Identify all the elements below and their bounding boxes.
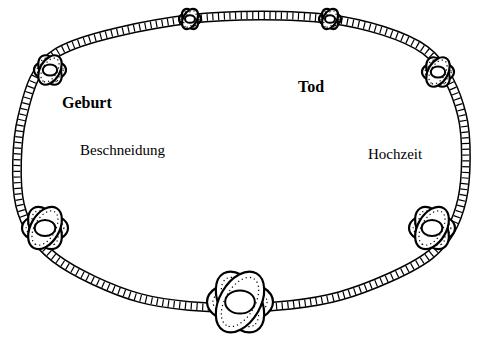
rope-knot — [408, 201, 456, 255]
stage-label: Tod — [298, 78, 324, 96]
rope-knot — [421, 53, 454, 91]
rope-outline — [17, 15, 466, 308]
rope-knot — [179, 6, 202, 32]
rope-body — [17, 15, 466, 308]
rope-knot — [319, 6, 342, 32]
stage-label: Hochzeit — [368, 146, 422, 163]
stage-label: Beschneidung — [80, 142, 165, 159]
rope-twist — [17, 15, 466, 308]
rope-knot — [206, 263, 274, 341]
stage-label: Geburt — [62, 94, 112, 112]
rope-knot — [21, 201, 69, 255]
rope-knot — [33, 51, 66, 89]
